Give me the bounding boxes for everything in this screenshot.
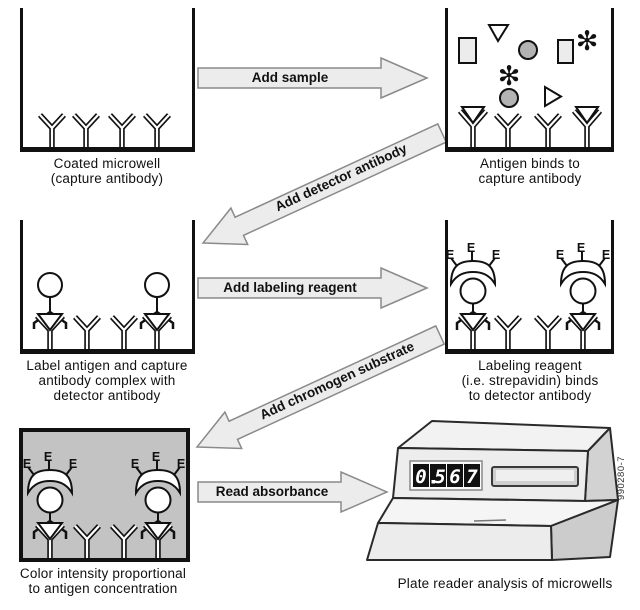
capture-antibody-icon bbox=[536, 317, 560, 349]
caption-antigen-binds: Antigen binds to capture antibody bbox=[440, 156, 620, 186]
label-add-labeling-reagent: Add labeling reagent bbox=[223, 280, 357, 295]
capture-antibody-icon bbox=[496, 115, 520, 147]
capture-antibody-icon bbox=[40, 115, 64, 147]
sample-triangle-icon bbox=[544, 85, 563, 108]
caption-coated-microwell: Coated microwell (capture antibody) bbox=[17, 156, 197, 186]
antigen-triangle-icon bbox=[487, 24, 510, 43]
caption-line: to antigen concentration bbox=[28, 581, 178, 596]
absorbance-display: 0 5 6 7 bbox=[409, 460, 483, 491]
microwell-colored: E E E E E E bbox=[19, 428, 190, 562]
enzyme-label: E bbox=[577, 241, 585, 255]
caption-line: Color intensity proportional bbox=[19, 566, 187, 581]
decimal-point bbox=[431, 480, 435, 484]
caption-line: detector antibody bbox=[53, 388, 161, 403]
display-digit: 7 bbox=[466, 466, 478, 488]
caption-line: (capture antibody) bbox=[50, 171, 164, 186]
labeled-complex-icon bbox=[451, 251, 495, 349]
enzyme-label: E bbox=[69, 457, 77, 471]
microwell-antigen: ✻ ✻ bbox=[445, 8, 614, 152]
microwell-labeled: E E E E E E bbox=[445, 220, 614, 354]
caption-plate-reader: Plate reader analysis of microwells bbox=[375, 576, 635, 591]
enzyme-label: E bbox=[602, 248, 610, 262]
enzyme-label: E bbox=[23, 457, 31, 471]
reader-top-face bbox=[397, 420, 611, 452]
enzyme-label: E bbox=[556, 248, 564, 262]
capture-antibody-icon bbox=[110, 115, 134, 147]
caption-line: Coated microwell bbox=[53, 156, 161, 171]
caption-color-intensity: Color intensity proportional to antigen … bbox=[8, 566, 198, 596]
display-digit: 6 bbox=[449, 466, 460, 488]
caption-line: capture antibody bbox=[478, 171, 582, 186]
plate-reader bbox=[366, 420, 619, 561]
enzyme-label: E bbox=[492, 248, 500, 262]
figure-code: 990280-7 bbox=[616, 456, 627, 500]
capture-antibody-icon bbox=[145, 115, 169, 147]
capture-antibody-icon bbox=[75, 317, 99, 349]
arrow-add-labeling-reagent bbox=[197, 266, 429, 310]
antibody-antigen-icon bbox=[574, 107, 600, 147]
enzyme-label: E bbox=[467, 241, 475, 255]
enzyme-label: E bbox=[131, 457, 139, 471]
arrow-add-detector-antibody bbox=[201, 122, 448, 246]
microwell-coated bbox=[20, 8, 195, 152]
caption-labeling-reagent: Labeling reagent (i.e. strepavidin) bind… bbox=[435, 358, 625, 403]
reader-base-front bbox=[366, 522, 553, 561]
arrow-add-sample bbox=[197, 56, 429, 100]
caption-line: antibody complex with bbox=[38, 373, 176, 388]
label-add-sample: Add sample bbox=[251, 70, 329, 85]
sample-asterisk-icon: ✻ bbox=[498, 61, 521, 91]
antibody-antigen-icon bbox=[460, 107, 486, 147]
capture-antibody-icon bbox=[74, 115, 98, 147]
caption-line: Label antigen and capture bbox=[26, 358, 188, 373]
sample-circle-icon bbox=[499, 88, 519, 108]
caption-line: Plate reader analysis of microwells bbox=[397, 576, 613, 591]
detector-complex-icon bbox=[141, 273, 173, 349]
sample-circle-icon bbox=[518, 40, 538, 60]
display-digit: 0 bbox=[415, 466, 426, 488]
label-read-absorbance: Read absorbance bbox=[215, 484, 329, 499]
caption-line: to detector antibody bbox=[468, 388, 592, 403]
enzyme-label: E bbox=[446, 248, 454, 262]
display-digit: 5 bbox=[434, 466, 445, 488]
reader-seam bbox=[473, 519, 507, 522]
microwell-detector bbox=[20, 220, 195, 354]
sample-square-icon bbox=[458, 37, 477, 64]
capture-antibody-icon bbox=[536, 115, 560, 147]
labeled-complex-icon bbox=[561, 251, 605, 349]
enzyme-label: E bbox=[177, 457, 185, 471]
caption-line: Antigen binds to bbox=[479, 156, 581, 171]
sample-square-icon bbox=[557, 39, 574, 64]
enzyme-label: E bbox=[44, 450, 52, 464]
sample-asterisk-icon: ✻ bbox=[576, 26, 599, 56]
reader-slot bbox=[491, 466, 579, 487]
capture-antibody-icon bbox=[112, 317, 136, 349]
enzyme-label: E bbox=[152, 450, 160, 464]
caption-detector-complex: Label antigen and capture antibody compl… bbox=[12, 358, 202, 403]
capture-antibody-icon bbox=[496, 317, 520, 349]
arrow-read-absorbance bbox=[197, 470, 389, 514]
detector-complex-icon bbox=[34, 273, 66, 349]
caption-line: (i.e. strepavidin) binds bbox=[461, 373, 599, 388]
caption-line: Labeling reagent bbox=[478, 358, 582, 373]
arrow-add-chromogen-substrate bbox=[195, 324, 446, 450]
